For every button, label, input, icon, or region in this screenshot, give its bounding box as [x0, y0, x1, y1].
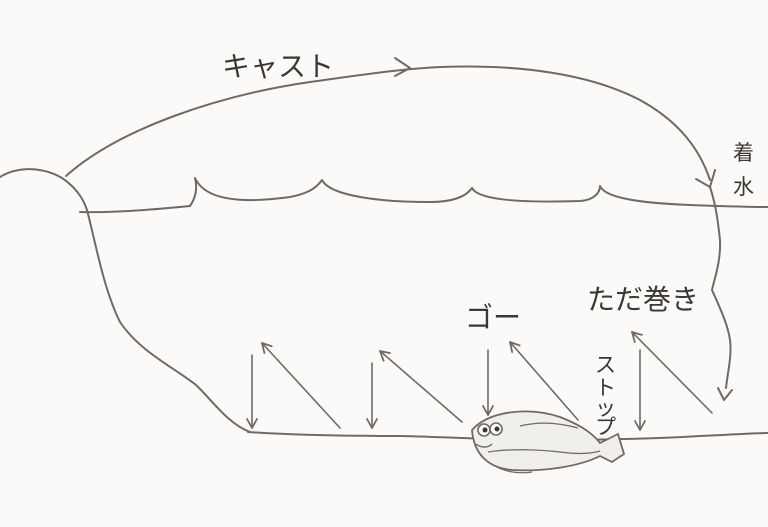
flatfish-icon	[471, 410, 626, 474]
cast-label: キャスト	[222, 50, 334, 83]
lure-sinking-arrow-head	[717, 387, 733, 401]
retrieve-label: ただ巻き	[587, 283, 699, 316]
cast-arrow-head	[394, 57, 411, 77]
go-label: ゴー	[465, 301, 521, 334]
splash-arrow-head	[695, 169, 716, 188]
shore-bank-line	[0, 168, 251, 433]
splash-label-1: 着	[733, 141, 754, 165]
cast-trajectory-arc	[65, 65, 711, 181]
lure-sinking-path	[709, 186, 732, 389]
stop-label-3: ッ	[595, 396, 616, 420]
water-surface-line	[79, 177, 768, 214]
stop-label-2: ト	[595, 376, 616, 400]
retrieve-arrows	[246, 331, 713, 431]
stop-label-1: ス	[595, 353, 616, 377]
stop-label-4: プ	[595, 415, 616, 439]
splash-label-2: 水	[733, 175, 754, 199]
